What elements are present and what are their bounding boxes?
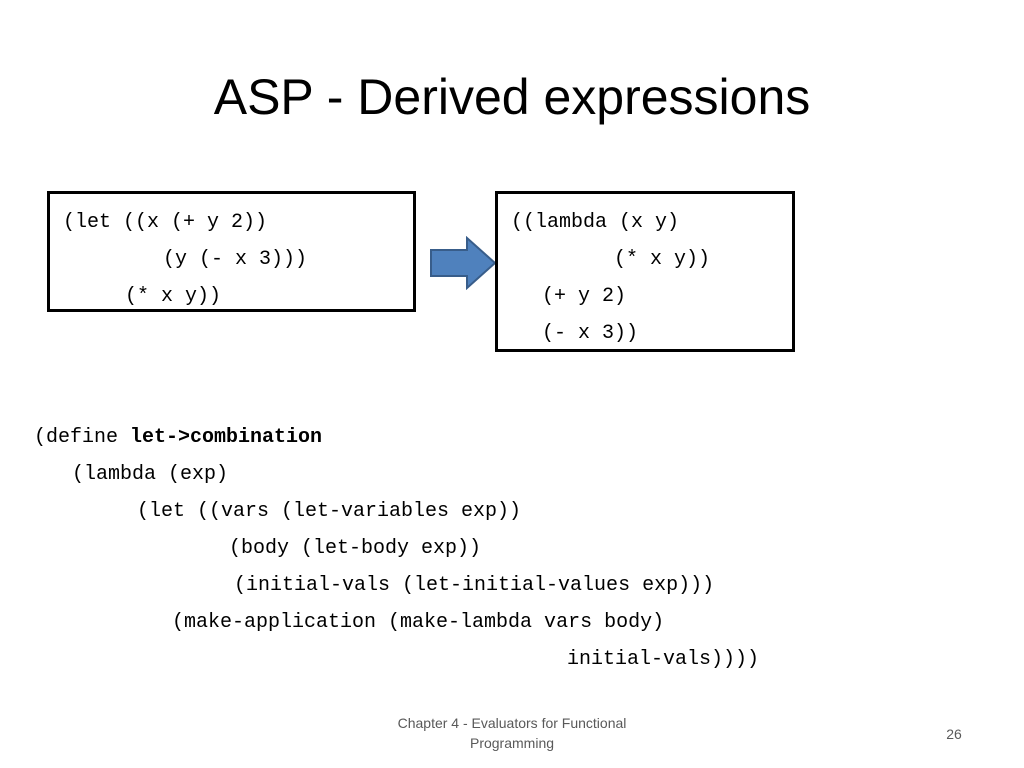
slide-title: ASP - Derived expressions	[213, 69, 811, 125]
define-keyword: (define	[34, 426, 131, 449]
define-code-line: initial-vals))))	[567, 648, 760, 671]
let-to-combination-definition: (define let->combination (lambda (exp) (…	[34, 419, 759, 678]
slide-page-number: 26	[946, 726, 962, 742]
lambda-code-line: (* x y))	[614, 248, 711, 271]
right-arrow-icon	[430, 236, 497, 290]
lambda-expression-box: ((lambda (x y) (* x y)) (+ y 2) (- x 3))	[495, 191, 795, 352]
footer-chapter-label: Chapter 4 - Evaluators for Functional Pr…	[397, 715, 627, 751]
define-code-line: (body (let-body exp))	[229, 537, 482, 560]
define-code-line: (make-application (make-lambda vars body…	[172, 611, 665, 634]
lambda-code-line: (+ y 2)	[542, 285, 627, 308]
procedure-name: let->combination	[130, 426, 323, 449]
let-code-line: (let ((x (+ y 2))	[63, 211, 268, 234]
right-arrow-shape	[430, 236, 497, 290]
let-code-line: (* x y))	[125, 285, 222, 308]
lambda-code-line: (- x 3))	[542, 322, 639, 345]
define-code-line: (lambda (exp)	[72, 463, 229, 486]
let-expression-box: (let ((x (+ y 2)) (y (- x 3))) (* x y))	[47, 191, 416, 312]
define-code-line: (let ((vars (let-variables exp))	[137, 500, 522, 523]
define-code-line: (initial-vals (let-initial-values exp)))	[234, 574, 715, 597]
lambda-code-line: ((lambda (x y)	[511, 211, 680, 234]
let-code-line: (y (- x 3)))	[163, 248, 308, 271]
define-header-line: (define let->combination	[34, 419, 526, 456]
